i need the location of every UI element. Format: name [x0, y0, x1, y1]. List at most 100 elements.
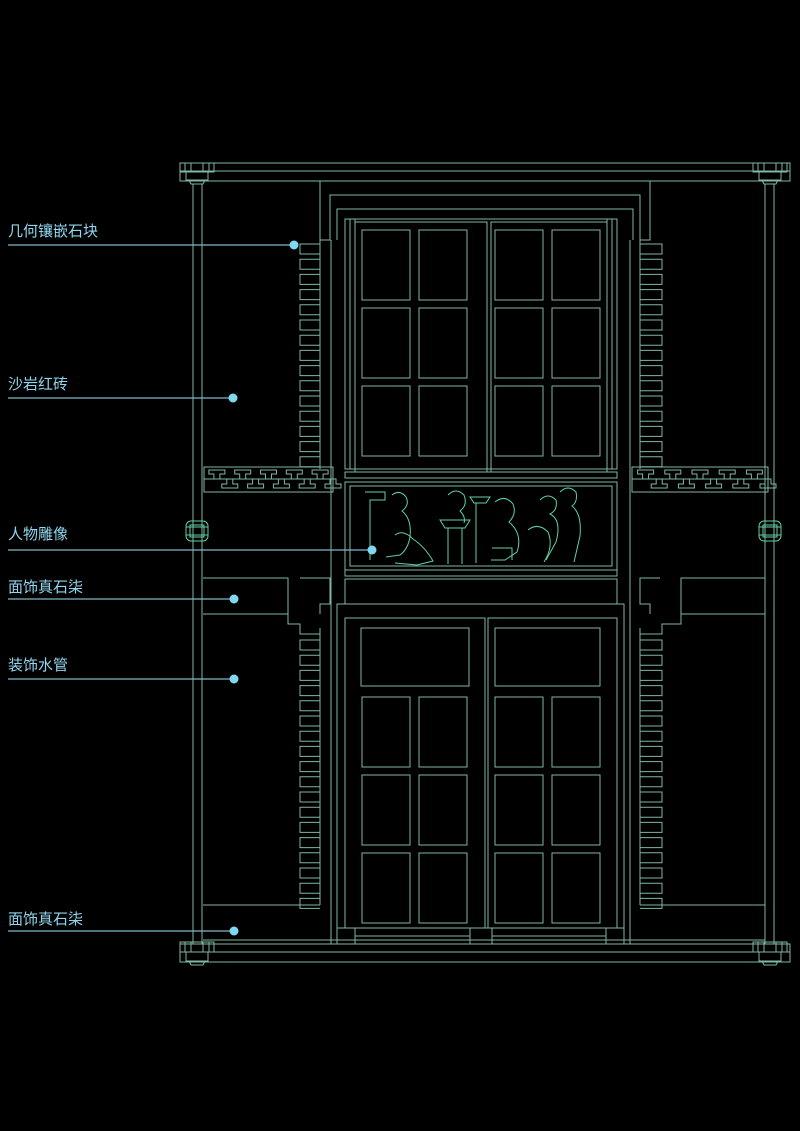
base-band [179, 943, 791, 953]
inlay-stone-block [299, 761, 320, 773]
lower-door-pane [551, 852, 601, 924]
inlay-stone-block [640, 776, 663, 788]
threshold-block-center [469, 927, 493, 945]
upper-window-pane [494, 385, 544, 457]
upper-window-pane [361, 385, 411, 457]
inlay-stone-block [640, 897, 663, 909]
inlay-stone-block [640, 349, 663, 361]
inlay-stone-block [299, 258, 320, 270]
frieze-motif [677, 478, 695, 489]
upper-surround-outer [319, 181, 651, 241]
column-base-mid [758, 951, 782, 962]
lower-door-pane [361, 696, 411, 768]
upper-window-pane [418, 385, 468, 457]
upper-right-sash [490, 221, 608, 473]
lower-door-pane [418, 852, 468, 924]
frieze-motif [691, 469, 709, 480]
upper-window-pane [494, 229, 544, 301]
column-base-foot [188, 960, 206, 966]
upper-window-frame [344, 218, 618, 470]
inlay-stone-block [640, 745, 663, 757]
inlay-stone-block [640, 867, 663, 879]
inlay-stone-block [299, 745, 320, 757]
lower-door-surround [336, 603, 625, 945]
inlay-stone-block [299, 837, 320, 849]
label-geometric-inlay-stone: 几何镶嵌石块 [8, 222, 99, 240]
upper-window-pane [361, 229, 411, 301]
threshold-block-left [336, 927, 356, 945]
inlay-stone-block [640, 334, 663, 346]
lower-door-pane [494, 696, 544, 768]
inlay-stone-block [299, 730, 320, 742]
frieze-motif [664, 469, 682, 480]
leader-dot-sandstone-red-brick [228, 393, 238, 403]
label-facing-real-stone-upper: 面饰真石柒 [8, 578, 84, 596]
lower-door-pane [551, 696, 601, 768]
inlay-stone-block [640, 791, 663, 803]
frieze-motif [732, 478, 750, 489]
inlay-stone-block [299, 319, 320, 331]
upper-window-pane [361, 307, 411, 379]
left-column [192, 183, 203, 945]
inlay-stone-block [640, 685, 663, 697]
frieze-motif [637, 469, 655, 480]
inlay-stone-block [299, 821, 320, 833]
lower-door-pane [551, 774, 601, 846]
inlay-stone-block [299, 334, 320, 346]
inlay-stone-block [640, 669, 663, 681]
inlay-stone-block [299, 852, 320, 864]
inlay-stone-block [299, 639, 320, 651]
inlay-stone-block [640, 715, 663, 727]
column-base-foot [761, 960, 779, 966]
relief-figure-seated [491, 498, 520, 561]
inlay-stone-block [299, 365, 320, 377]
facade-structure [179, 162, 791, 966]
base-lower-band [179, 951, 791, 963]
frieze-motif [324, 478, 342, 489]
frieze-motif [759, 478, 777, 489]
inlay-stone-block [299, 669, 320, 681]
label-facing-real-stone-lower: 面饰真石柒 [8, 910, 84, 928]
leader-dot-facing-real-stone-upper [229, 594, 239, 604]
inlay-stone-block [640, 654, 663, 666]
inlay-stone-block [299, 456, 320, 468]
annotation-leaders [8, 240, 377, 936]
inlay-stone-block [640, 380, 663, 392]
column-capital-mid [758, 171, 782, 181]
top-cornice-lower-band [179, 170, 791, 182]
lower-right-door-leaf [487, 617, 618, 929]
relief-figure-standing-left [385, 491, 411, 558]
inlay-stone-block [640, 806, 663, 818]
inlay-stone-block [640, 425, 663, 437]
lower-lintel [344, 578, 618, 605]
frieze-motif [705, 478, 723, 489]
inlay-stone-block [299, 806, 320, 818]
facing-stone-step-left [300, 577, 331, 614]
frieze-motif [221, 478, 239, 489]
facing-stone-band-right [640, 577, 765, 635]
relief-figure-bust [447, 490, 466, 524]
top-cornice-band [179, 162, 791, 172]
lower-door-pane [361, 852, 411, 924]
lower-door-pane [361, 774, 411, 846]
relief-stool [492, 547, 513, 560]
leader-dot-decorative-water-pipe [229, 674, 239, 684]
frieze-motif [208, 469, 226, 480]
lower-door-pane [418, 774, 468, 846]
upper-window-pane [418, 307, 468, 379]
inlay-stone-block [299, 289, 320, 301]
threshold-block-right [605, 927, 625, 945]
relief-pedestal [439, 519, 471, 564]
relief-figure-kneeling [394, 532, 434, 566]
leader-dot-geometric-inlay-stone [289, 240, 299, 250]
inlay-stone-block [299, 867, 320, 879]
leader-dot-figure-sculpture [367, 545, 377, 555]
frieze-motif [272, 478, 290, 489]
leader-dot-facing-real-stone-lower [229, 926, 239, 936]
facing-stone-band-left [203, 577, 320, 635]
upper-window-pane [494, 307, 544, 379]
water-pipe-fitting [185, 520, 209, 542]
inlay-stone-block [640, 837, 663, 849]
inlay-stone-block [299, 700, 320, 712]
